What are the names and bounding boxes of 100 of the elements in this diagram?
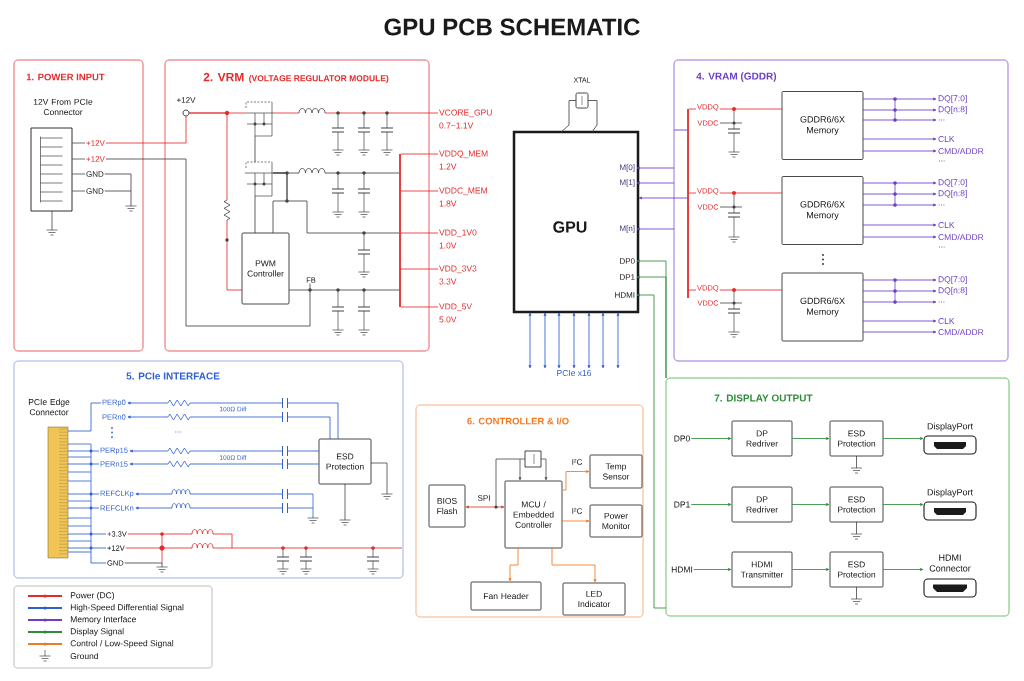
arrow — [882, 568, 924, 571]
arrow — [561, 470, 590, 491]
arrow — [862, 223, 937, 227]
rail-label: VDD_3V3 3.3V — [439, 265, 477, 285]
section-heading: 7. DISPLAY OUTPUT — [714, 394, 813, 402]
section-heading: 1. POWER INPUT — [26, 73, 105, 81]
arrow — [508, 547, 519, 582]
component-box: PWM Controller — [241, 232, 290, 305]
arrow — [543, 312, 547, 369]
arrow — [636, 227, 675, 231]
connector-line — [400, 232, 439, 234]
connector-line — [71, 190, 86, 192]
arrow — [636, 293, 667, 609]
arrow — [616, 312, 620, 369]
component-box: GDDR6/6X Memory — [781, 91, 864, 160]
connector-line — [67, 450, 100, 452]
arrow — [587, 312, 591, 369]
legend-label: Control / Low-Speed Signal — [70, 640, 174, 648]
pin-label: M[0] — [620, 164, 635, 172]
connector-line — [719, 108, 783, 110]
signal-label: DQ[n:8] — [938, 106, 967, 114]
component-box: GDDR6/6X Memory — [781, 176, 864, 245]
connector-line — [125, 547, 403, 549]
rail-label: VDD_1V0 1.0V — [439, 229, 477, 249]
pin-label: +12V — [86, 156, 105, 162]
legend-label: Ground — [70, 652, 98, 660]
arrow — [862, 235, 937, 239]
arrow — [882, 503, 924, 506]
arrow — [862, 97, 937, 101]
signal-label: CLK — [938, 318, 955, 324]
signal-label: CMD/ADDR — [938, 147, 984, 155]
arrow — [127, 415, 331, 440]
arrow — [690, 503, 732, 506]
legend-label: Display Signal — [70, 628, 124, 636]
arrow — [135, 506, 314, 510]
signal-label: DP1 — [674, 501, 690, 508]
arrow — [862, 181, 937, 185]
section-heading: 4. VRAM (GDDR) — [696, 72, 777, 82]
component-box: Fan Header — [470, 581, 542, 611]
signal-label: CLK — [938, 222, 955, 228]
connector-line — [719, 289, 783, 291]
edge-label: SPI — [476, 494, 492, 502]
connector-line — [560, 100, 577, 133]
signal-label: CMD/ADDR — [938, 233, 984, 241]
signal-label: CMD/ADDR — [938, 328, 984, 336]
rail-label: VDD_5V 5.0V — [439, 303, 473, 323]
signal-label: HDMI — [671, 566, 693, 573]
ellipsis: ... — [175, 431, 181, 433]
connector-line — [71, 142, 86, 144]
edge-label: I²C — [570, 507, 584, 515]
signal-label: DQ[7:0] — [938, 95, 967, 103]
arrow — [693, 568, 732, 571]
section-heading: 2. VRM — [203, 72, 244, 82]
connector-line — [688, 108, 697, 110]
arrow — [862, 149, 937, 153]
arrow — [601, 312, 605, 369]
connector-line — [67, 533, 107, 535]
pin-label: +12V — [86, 140, 105, 146]
signal-label: DQ[n:8] — [938, 287, 967, 295]
ellipsis: ... — [938, 204, 945, 206]
connector-line — [719, 192, 783, 194]
arrow — [862, 192, 937, 196]
arrow — [690, 437, 732, 440]
connector-line — [105, 158, 311, 327]
arrow — [636, 181, 675, 185]
connector-line — [400, 306, 439, 308]
connector-line — [67, 547, 107, 549]
connector-line — [104, 190, 132, 192]
arrow — [791, 503, 830, 506]
connector-line — [288, 289, 400, 291]
arrow — [518, 458, 526, 481]
section-heading: 6. CONTROLLER & I/O — [467, 417, 569, 425]
arrow — [862, 203, 937, 207]
arrow — [862, 118, 937, 122]
transistor-symbol — [244, 161, 274, 197]
arrow — [129, 449, 320, 453]
component-box: DP Redriver — [731, 486, 793, 523]
arrow — [572, 312, 576, 369]
connector-line — [272, 172, 400, 234]
arrow — [862, 330, 937, 334]
connector-line — [71, 158, 86, 160]
component-box: GDDR6/6X Memory — [781, 272, 864, 342]
signal-label: CLK — [938, 136, 955, 142]
port-label: DisplayPort — [927, 422, 973, 432]
component-box: HDMI Transmitter — [731, 551, 793, 588]
connector-line — [587, 100, 598, 133]
arrow — [551, 547, 597, 583]
connector-line — [105, 115, 187, 144]
ellipsis: ... — [939, 246, 945, 248]
title: GPU PCB SCHEMATIC — [384, 18, 640, 36]
arrow — [862, 300, 937, 304]
connector-line — [254, 135, 256, 163]
component-box: MCU / Embedded Controller — [504, 480, 563, 549]
component-box: ESD Protection — [829, 420, 884, 457]
arrow — [557, 312, 561, 369]
rail-label: VDDQ_MEM 1.2V — [439, 150, 488, 170]
pin-label: +12V — [176, 97, 196, 103]
port-label: HDMI Connector — [929, 554, 971, 572]
component-box: Temp Sensor — [589, 454, 643, 489]
connector-line — [67, 551, 107, 564]
